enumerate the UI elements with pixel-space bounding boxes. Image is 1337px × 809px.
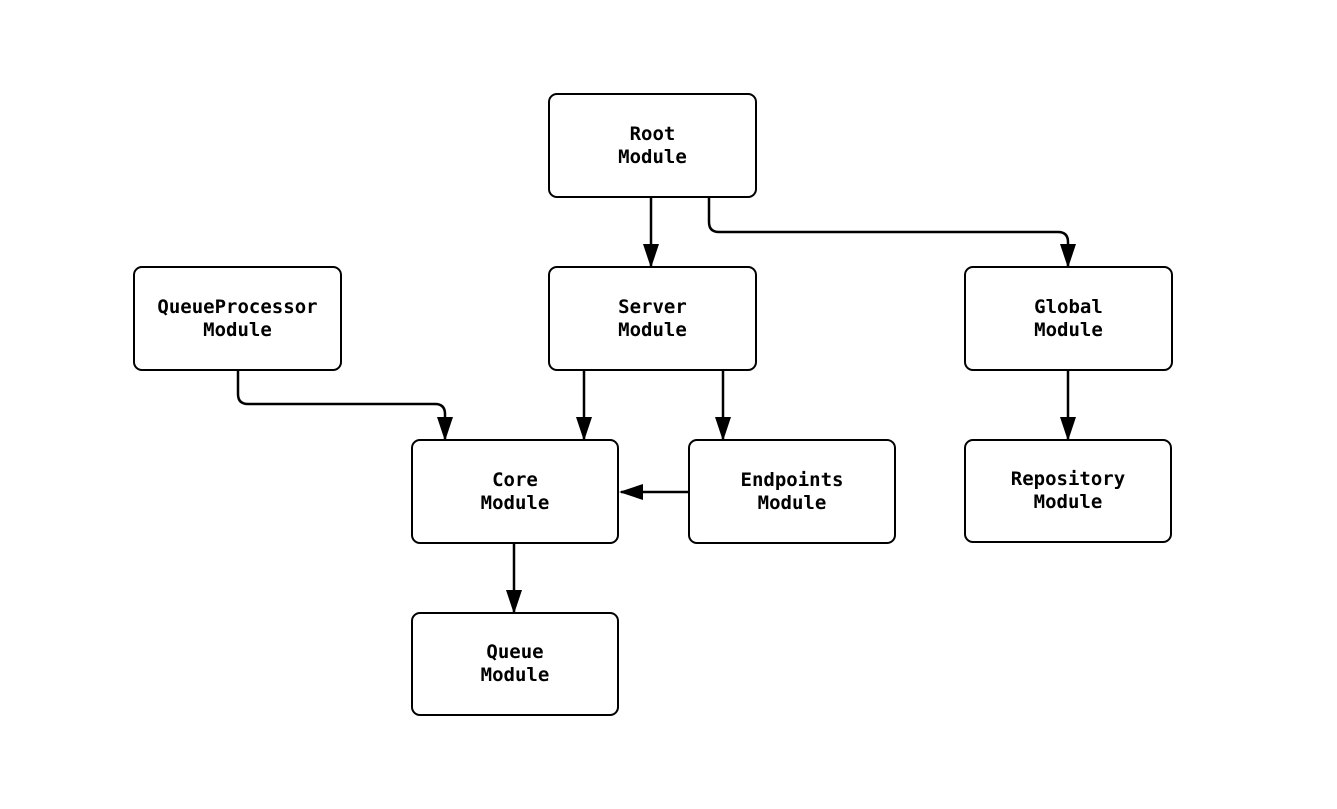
node-label: QueueProcessor Module xyxy=(157,295,318,341)
node-label: Endpoints Module xyxy=(740,468,844,514)
node-endpoints-module: Endpoints Module xyxy=(688,439,896,544)
edge-root-to-global xyxy=(707,198,1076,268)
node-repository-module: Repository Module xyxy=(964,439,1172,543)
node-root-module: Root Module xyxy=(548,93,757,198)
node-queueprocessor-module: QueueProcessor Module xyxy=(133,266,342,371)
node-label: Queue Module xyxy=(480,641,550,686)
node-global-module: Global Module xyxy=(964,266,1173,371)
node-label: Server Module xyxy=(618,295,687,341)
node-label: Repository Module xyxy=(1010,468,1126,513)
node-queue-module: Queue Module xyxy=(411,612,619,716)
node-label: Core Module xyxy=(480,468,550,514)
node-label: Global Module xyxy=(1034,295,1103,341)
node-server-module: Server Module xyxy=(548,266,757,371)
node-core-module: Core Module xyxy=(411,439,619,544)
node-label: Root Module xyxy=(618,122,687,168)
edge-queueprocessor-to-core xyxy=(236,371,453,441)
